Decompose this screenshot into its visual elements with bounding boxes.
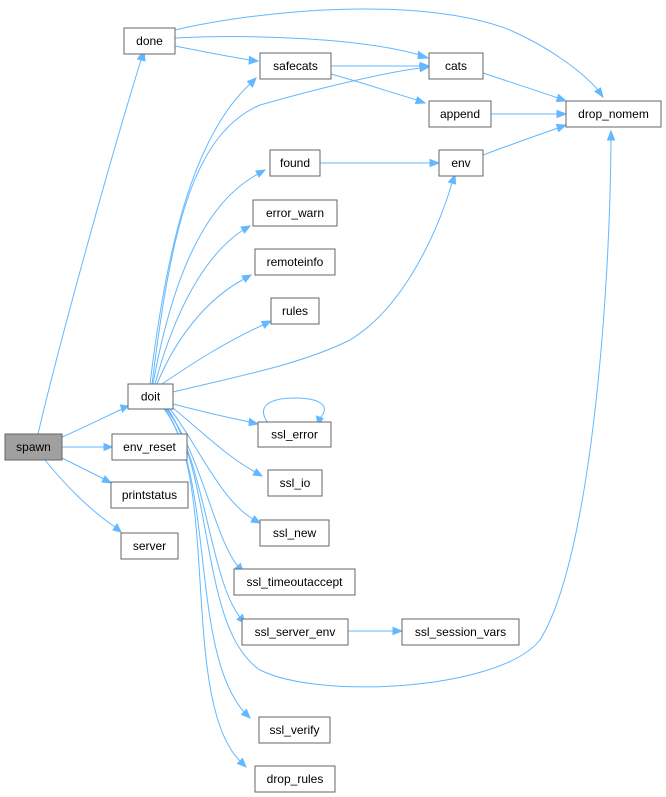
- node-label: ssl_new: [273, 526, 317, 540]
- node-ssl_timeoutaccept[interactable]: ssl_timeoutaccept: [233, 568, 356, 596]
- edge-safecats-append: [330, 73, 427, 105]
- edge-doit-error_warn: [154, 225, 252, 385]
- node-ssl_error[interactable]: ssl_error: [257, 421, 332, 448]
- node-label: ssl_timeoutaccept: [246, 575, 343, 589]
- node-ssl_io[interactable]: ssl_io: [267, 469, 323, 497]
- edge-ssl_error-ssl_error: [263, 397, 325, 427]
- node-label: doit: [141, 390, 161, 404]
- node-label: server: [133, 539, 166, 553]
- node-label: append: [440, 107, 480, 121]
- edge-doit-env: [172, 173, 457, 393]
- node-printstatus[interactable]: printstatus: [110, 481, 189, 509]
- node-server[interactable]: server: [120, 532, 179, 560]
- edge-spawn-env_reset: [62, 442, 114, 452]
- node-label: drop_nomem: [578, 107, 649, 121]
- node-label: found: [280, 156, 310, 170]
- node-label: env: [451, 156, 470, 170]
- node-label: done: [136, 34, 163, 48]
- node-doit[interactable]: doit: [127, 383, 174, 410]
- edge-found-env: [320, 158, 441, 168]
- nodes-layer: spawn done doit env_reset printstatus se…: [4, 27, 662, 793]
- edge-spawn-printstatus: [61, 457, 113, 484]
- edge-append-drop_nomem: [491, 109, 568, 119]
- node-error_warn[interactable]: error_warn: [252, 199, 338, 227]
- edge-env-drop_nomem: [482, 123, 568, 156]
- node-remoteinfo[interactable]: remoteinfo: [254, 248, 336, 276]
- node-label: rules: [282, 304, 308, 318]
- node-label: safecats: [273, 59, 318, 73]
- edge-ssl_server_env-ssl_session_vars: [348, 626, 404, 636]
- node-ssl_verify[interactable]: ssl_verify: [258, 716, 331, 744]
- node-ssl_server_env[interactable]: ssl_server_env: [241, 618, 349, 646]
- node-label: remoteinfo: [267, 255, 324, 269]
- edges-layer: [37, 8, 616, 768]
- edge-done-drop_nomem: [174, 8, 604, 99]
- edge-done-cats: [174, 36, 430, 60]
- node-spawn[interactable]: spawn: [4, 433, 63, 461]
- node-env[interactable]: env: [438, 149, 484, 177]
- edge-doit-ssl_io: [172, 407, 264, 477]
- node-env_reset[interactable]: env_reset: [111, 433, 188, 461]
- edge-done-safecats: [174, 45, 260, 65]
- edge-doit-rules: [161, 320, 273, 385]
- edge-doit-found: [152, 169, 267, 385]
- edge-spawn-doit: [61, 404, 130, 438]
- node-label: ssl_io: [280, 476, 311, 490]
- node-label: drop_rules: [267, 772, 324, 786]
- node-label: error_warn: [266, 206, 324, 220]
- node-label: cats: [445, 59, 467, 73]
- node-rules[interactable]: rules: [270, 297, 320, 325]
- node-label: spawn: [16, 440, 51, 454]
- node-safecats[interactable]: safecats: [259, 52, 332, 80]
- node-label: ssl_verify: [269, 723, 319, 737]
- edge-doit-drop_nomem: [167, 129, 616, 688]
- node-cats[interactable]: cats: [428, 52, 484, 80]
- node-label: ssl_session_vars: [415, 625, 506, 639]
- edge-cats-drop_nomem: [482, 72, 568, 103]
- node-ssl_new[interactable]: ssl_new: [259, 519, 330, 547]
- node-label: ssl_error: [271, 428, 318, 442]
- edge-doit-ssl_new: [169, 408, 262, 524]
- node-label: printstatus: [122, 488, 177, 502]
- edge-doit-cats: [151, 63, 431, 385]
- node-drop_nomem[interactable]: drop_nomem: [565, 100, 662, 128]
- edge-doit-safecats: [149, 77, 257, 385]
- node-label: env_reset: [123, 440, 176, 454]
- edge-doit-remoteinfo: [156, 274, 253, 385]
- node-found[interactable]: found: [269, 149, 321, 177]
- node-drop_rules[interactable]: drop_rules: [254, 765, 336, 793]
- node-done[interactable]: done: [123, 27, 176, 55]
- node-ssl_session_vars[interactable]: ssl_session_vars: [401, 618, 520, 646]
- edge-doit-ssl_error: [172, 403, 260, 427]
- node-label: ssl_server_env: [255, 625, 336, 639]
- node-append[interactable]: append: [428, 100, 492, 128]
- edge-spawn-server: [44, 459, 122, 533]
- edge-spawn-done: [37, 48, 146, 435]
